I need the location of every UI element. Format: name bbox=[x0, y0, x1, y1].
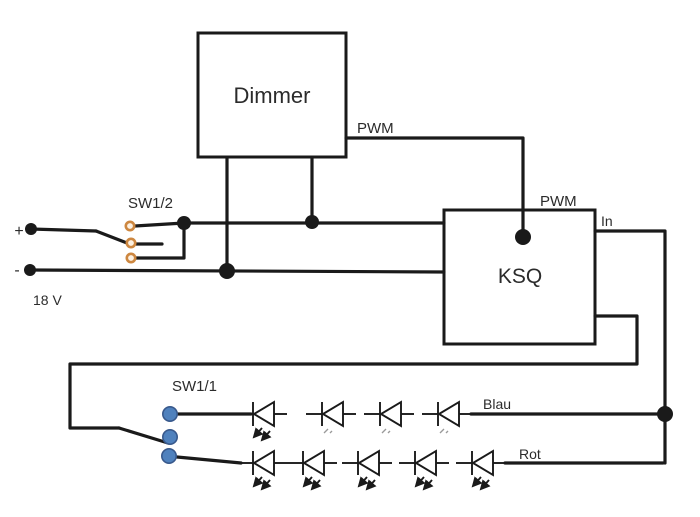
sw12-contact-top bbox=[124, 220, 136, 232]
led-emission-mark bbox=[439, 428, 445, 434]
sw11-label: SW1/1 bbox=[172, 378, 217, 395]
led-triangle bbox=[414, 449, 437, 477]
led-emission-arrow bbox=[310, 479, 322, 491]
led-triangle bbox=[302, 449, 325, 477]
pwm-ksq-label: PWM bbox=[540, 193, 577, 210]
led-emission-mark bbox=[381, 428, 387, 434]
led-blau-1 bbox=[237, 400, 287, 442]
led-emission-mark bbox=[329, 430, 333, 434]
dimmer-block bbox=[196, 31, 348, 159]
led-emission-arrow bbox=[479, 479, 491, 491]
sw12-top-contact-wire bbox=[133, 221, 186, 228]
pwm-wire bbox=[344, 136, 525, 239]
led-triangle bbox=[471, 449, 494, 477]
voltage-label: 18 V bbox=[33, 292, 62, 308]
plus-label: + bbox=[14, 223, 23, 240]
sw12-contact-middle bbox=[125, 237, 137, 249]
led-rot-1 bbox=[237, 449, 287, 491]
rot-label: Rot bbox=[519, 446, 541, 462]
led-emission-arrow bbox=[414, 476, 426, 488]
led-emission-arrow bbox=[422, 479, 434, 491]
led-emission-arrow bbox=[252, 476, 264, 488]
minus-junction-dot bbox=[219, 263, 235, 279]
blau-in-junction-dot bbox=[657, 406, 673, 422]
sw11-contact-top bbox=[162, 405, 179, 422]
dimmer-label: Dimmer bbox=[234, 83, 311, 108]
led-blau-3 bbox=[364, 400, 414, 434]
led-emission-arrow bbox=[252, 427, 264, 439]
ksq-output-wire bbox=[68, 314, 639, 430]
led-rot-2 bbox=[287, 449, 337, 491]
led-emission-arrow bbox=[357, 476, 369, 488]
led-triangle bbox=[437, 400, 460, 428]
sw11-bottom-contact-wire bbox=[175, 455, 243, 465]
pwm-ksq-junction-dot bbox=[515, 229, 531, 245]
plus-dimmer-junction-dot bbox=[305, 215, 319, 229]
minus-label: - bbox=[14, 262, 19, 279]
sw11-contact-bottom bbox=[161, 447, 178, 464]
led-blau-2 bbox=[306, 400, 356, 434]
led-triangle bbox=[357, 449, 380, 477]
pwm-dimmer-label: PWM bbox=[357, 120, 394, 137]
plus-terminal-dot bbox=[25, 223, 37, 235]
ksq-label: KSQ bbox=[498, 265, 542, 288]
led-blau-4 bbox=[422, 400, 472, 434]
led-rot-3 bbox=[342, 449, 392, 491]
sw12-junction-dot bbox=[177, 216, 191, 230]
sw12-lever bbox=[94, 229, 129, 245]
plus-terminal-wire bbox=[29, 227, 98, 233]
led-emission-arrow bbox=[260, 479, 272, 491]
led-emission-arrow bbox=[471, 476, 483, 488]
led-rot-4 bbox=[399, 449, 449, 491]
led-emission-mark bbox=[323, 428, 329, 434]
led-triangle bbox=[379, 400, 402, 428]
sw12-contact-bottom bbox=[125, 252, 137, 264]
led-emission-mark bbox=[445, 430, 449, 434]
led-emission-arrow bbox=[302, 476, 314, 488]
in-label: In bbox=[601, 213, 613, 229]
in-wire bbox=[593, 229, 667, 465]
sw11-lever bbox=[117, 426, 170, 445]
led-emission-mark bbox=[387, 430, 391, 434]
led-emission-arrow bbox=[260, 430, 272, 442]
led-rot-5 bbox=[456, 449, 506, 491]
sw12-label: SW1/2 bbox=[128, 195, 173, 212]
led-triangle bbox=[252, 449, 275, 477]
minus-rail bbox=[29, 268, 446, 274]
led-triangle bbox=[252, 400, 275, 428]
led-emission-arrow bbox=[365, 479, 377, 491]
sw12-bottom-contact-link bbox=[134, 224, 186, 260]
minus-terminal-dot bbox=[24, 264, 36, 276]
sw11-contact-middle bbox=[162, 428, 179, 445]
led-triangle bbox=[321, 400, 344, 428]
blau-label: Blau bbox=[483, 396, 511, 412]
led-rows bbox=[237, 400, 506, 491]
